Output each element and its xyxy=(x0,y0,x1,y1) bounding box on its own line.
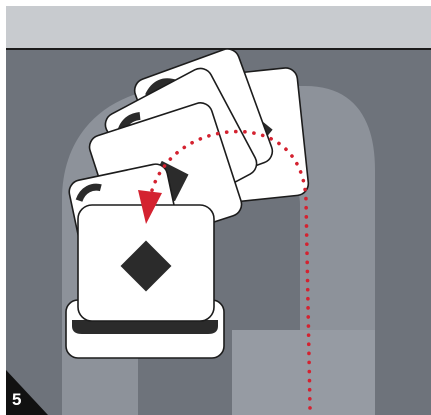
step-number: 5 xyxy=(12,390,21,410)
lower-column xyxy=(232,330,375,415)
